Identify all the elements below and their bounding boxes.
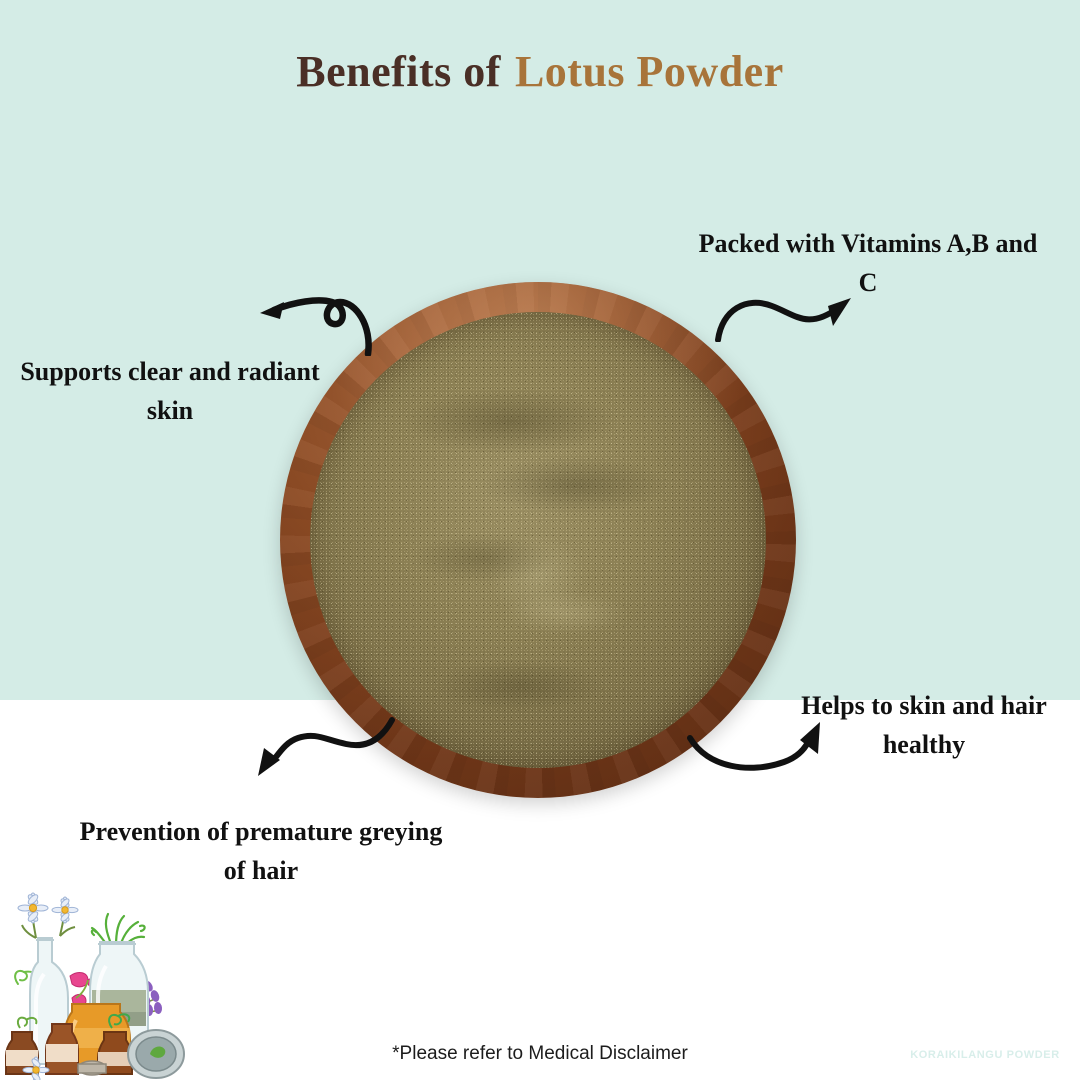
benefit-label-vitamins: Packed with Vitamins A,B and C [698,229,1038,297]
title-prefix: Benefits of [296,47,501,96]
wooden-bowl-icon [280,282,796,798]
medical-disclaimer-note: *Please refer to Medical Disclaimer [392,1043,688,1064]
benefit-label-hair: Helps to skin and hair healthy [801,691,1047,759]
lotus-powder-fill [310,312,766,768]
benefit-label-skin: Supports clear and radiant skin [20,357,320,425]
title-product: Lotus Powder [514,47,784,96]
benefit-label-greying: Prevention of premature greying of hair [79,817,443,885]
page-title: Benefits of Lotus Powder [0,46,1080,97]
herbal-bottles-illustration [5,892,185,1080]
brand-watermark: KORAIKILANGU POWDER [910,1049,1060,1061]
product-bowl-image [280,282,796,798]
